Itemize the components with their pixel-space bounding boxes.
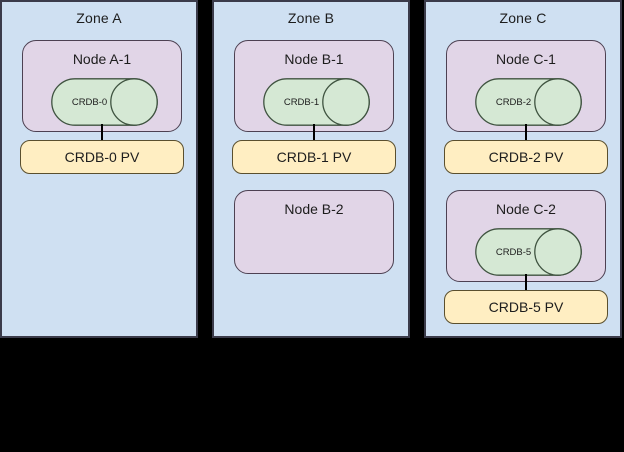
node-c-1-label: Node C-1 — [496, 51, 556, 67]
connector-node-b-1-to-crdb-1-pv — [313, 124, 315, 141]
node-a-1[interactable]: Node A-1 CRDB-0 — [22, 40, 182, 132]
database-cylinder-crdb-0[interactable]: CRDB-0 — [51, 78, 158, 126]
zone-b-title: Zone B — [287, 10, 335, 26]
crdb-1-pv[interactable]: CRDB-1 PV — [232, 140, 396, 174]
database-cylinder-crdb-1[interactable]: CRDB-1 — [263, 78, 370, 126]
node-b-2-label: Node B-2 — [284, 201, 344, 217]
database-cylinder-crdb-5[interactable]: CRDB-5 — [475, 228, 582, 276]
database-cylinder-icon — [475, 228, 582, 276]
zone-a-title: Zone A — [76, 10, 122, 26]
connector-node-c-2-to-crdb-5-pv — [525, 274, 527, 291]
database-cylinder-icon — [51, 78, 158, 126]
database-cylinder-icon — [475, 78, 582, 126]
node-a-1-label: Node A-1 — [72, 51, 132, 67]
zone-c-container: Zone C Node C-1 CRDB-2 CRDB-2 PV Node C-… — [424, 0, 622, 338]
node-b-2[interactable]: Node B-2 — [234, 190, 394, 274]
crdb-5-pv[interactable]: CRDB-5 PV — [444, 290, 608, 324]
zone-b-container: Zone B Node B-1 CRDB-1 CRDB-1 PV Node B-… — [212, 0, 410, 338]
node-b-1[interactable]: Node B-1 CRDB-1 — [234, 40, 394, 132]
crdb-0-pv[interactable]: CRDB-0 PV — [20, 140, 184, 174]
node-c-2-label: Node C-2 — [496, 201, 556, 217]
node-c-2[interactable]: Node C-2 CRDB-5 — [446, 190, 606, 282]
connector-node-c-1-to-crdb-2-pv — [525, 124, 527, 141]
crdb-2-pv[interactable]: CRDB-2 PV — [444, 140, 608, 174]
node-b-1-label: Node B-1 — [284, 51, 344, 67]
database-cylinder-icon — [263, 78, 370, 126]
connector-node-a-1-to-crdb-0-pv — [101, 124, 103, 141]
zone-a-container: Zone A Node A-1 CRDB-0 CRDB-0 PV — [0, 0, 198, 338]
zone-c-title: Zone C — [499, 10, 547, 26]
node-c-1[interactable]: Node C-1 CRDB-2 — [446, 40, 606, 132]
database-cylinder-crdb-2[interactable]: CRDB-2 — [475, 78, 582, 126]
